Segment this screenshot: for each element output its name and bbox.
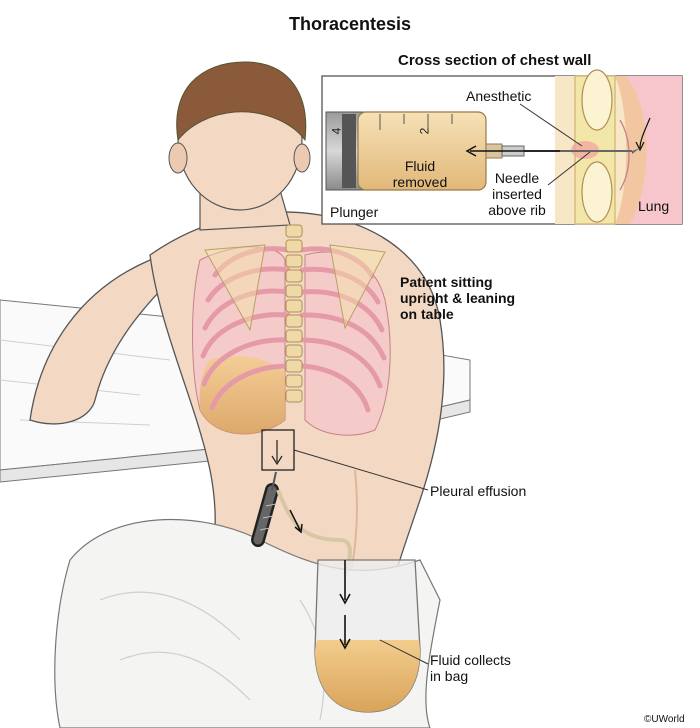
drainage-tube [276, 489, 352, 576]
label-patient-position: Patient sitting upright & leaning on tab… [400, 274, 516, 322]
label-anesthetic: Anesthetic [466, 88, 532, 104]
label-fluid-collects-in-bag: Fluid collects in bag [430, 652, 511, 684]
label-pleural-effusion: Pleural effusion [430, 483, 527, 499]
label-needle-inserted: Needle inserted above rib [488, 170, 546, 218]
ribcage [200, 246, 387, 413]
label-lung: Lung [638, 198, 670, 214]
syringe-mark-2: 2 [417, 127, 432, 135]
head [168, 61, 311, 231]
spine [285, 224, 303, 403]
label-fluid-removed: Fluid removed [392, 158, 448, 190]
cross-section-title: Cross section of chest wall [398, 52, 592, 69]
fluid-collection-bag [314, 559, 421, 713]
diagram-title: Thoracentesis [288, 14, 412, 34]
syringe-mark-4: 4 [329, 127, 344, 135]
left-arm [29, 259, 192, 425]
pleural-effusion [199, 355, 285, 434]
callout-lines [293, 449, 429, 665]
inset-syringe [325, 103, 640, 191]
label-plunger: Plunger [330, 204, 379, 220]
back-syringe [251, 471, 279, 547]
copyright-notice: ©UWorld [644, 714, 685, 725]
scapulae [204, 244, 386, 332]
